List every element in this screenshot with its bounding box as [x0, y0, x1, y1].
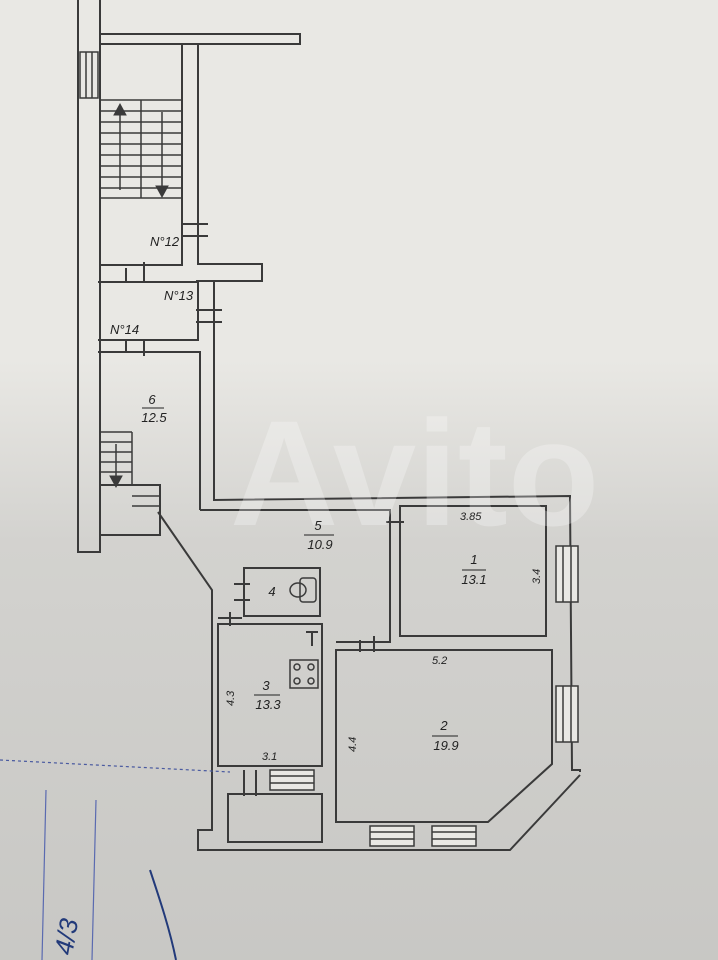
windows — [79, 51, 579, 847]
watermark: Avito — [230, 389, 599, 557]
stair-label-13: N°13 — [164, 288, 194, 303]
room-4-walls — [243, 567, 321, 617]
room-2-number: 2 — [439, 718, 448, 733]
room-5-number: 5 — [314, 518, 322, 533]
door-marks — [125, 223, 404, 796]
paper-shadow — [0, 360, 718, 960]
room-4-number: 4 — [268, 584, 275, 599]
room-2-area: 19.9 — [433, 738, 458, 753]
dim-room-1-depth: 3.4 — [531, 569, 543, 584]
stair-treads — [100, 99, 182, 507]
dim-room-1-width: 3.85 — [460, 511, 482, 523]
dim-room-3-width: 3.1 — [262, 751, 277, 763]
room-3-number: 3 — [262, 678, 270, 693]
room-1-number: 1 — [470, 552, 477, 567]
outer-wall-left — [77, 0, 101, 553]
fixtures — [289, 577, 319, 689]
handwritten-note: 4/3 — [48, 916, 84, 957]
dim-room-2-width: 5.2 — [432, 655, 447, 667]
room-1-area: 13.1 — [461, 572, 486, 587]
stair-arrows — [109, 102, 169, 489]
room-3-walls — [217, 623, 323, 767]
room-2-walls — [335, 649, 553, 823]
room-6-number: 6 — [148, 392, 156, 407]
outer-wall-top — [100, 33, 301, 45]
stair-label-12: N°12 — [150, 234, 180, 249]
margin-annotation: 4/3 — [0, 759, 231, 960]
room-5-area: 10.9 — [307, 537, 332, 552]
room-6-area: 12.5 — [141, 410, 167, 425]
diagonal-wall — [157, 511, 581, 851]
dim-room-3-depth: 4.3 — [225, 690, 237, 706]
room-3-area: 13.3 — [255, 697, 281, 712]
room-1-walls — [399, 505, 547, 637]
dim-room-2-depth: 4.4 — [347, 737, 359, 752]
stair-label-14: N°14 — [110, 322, 139, 337]
